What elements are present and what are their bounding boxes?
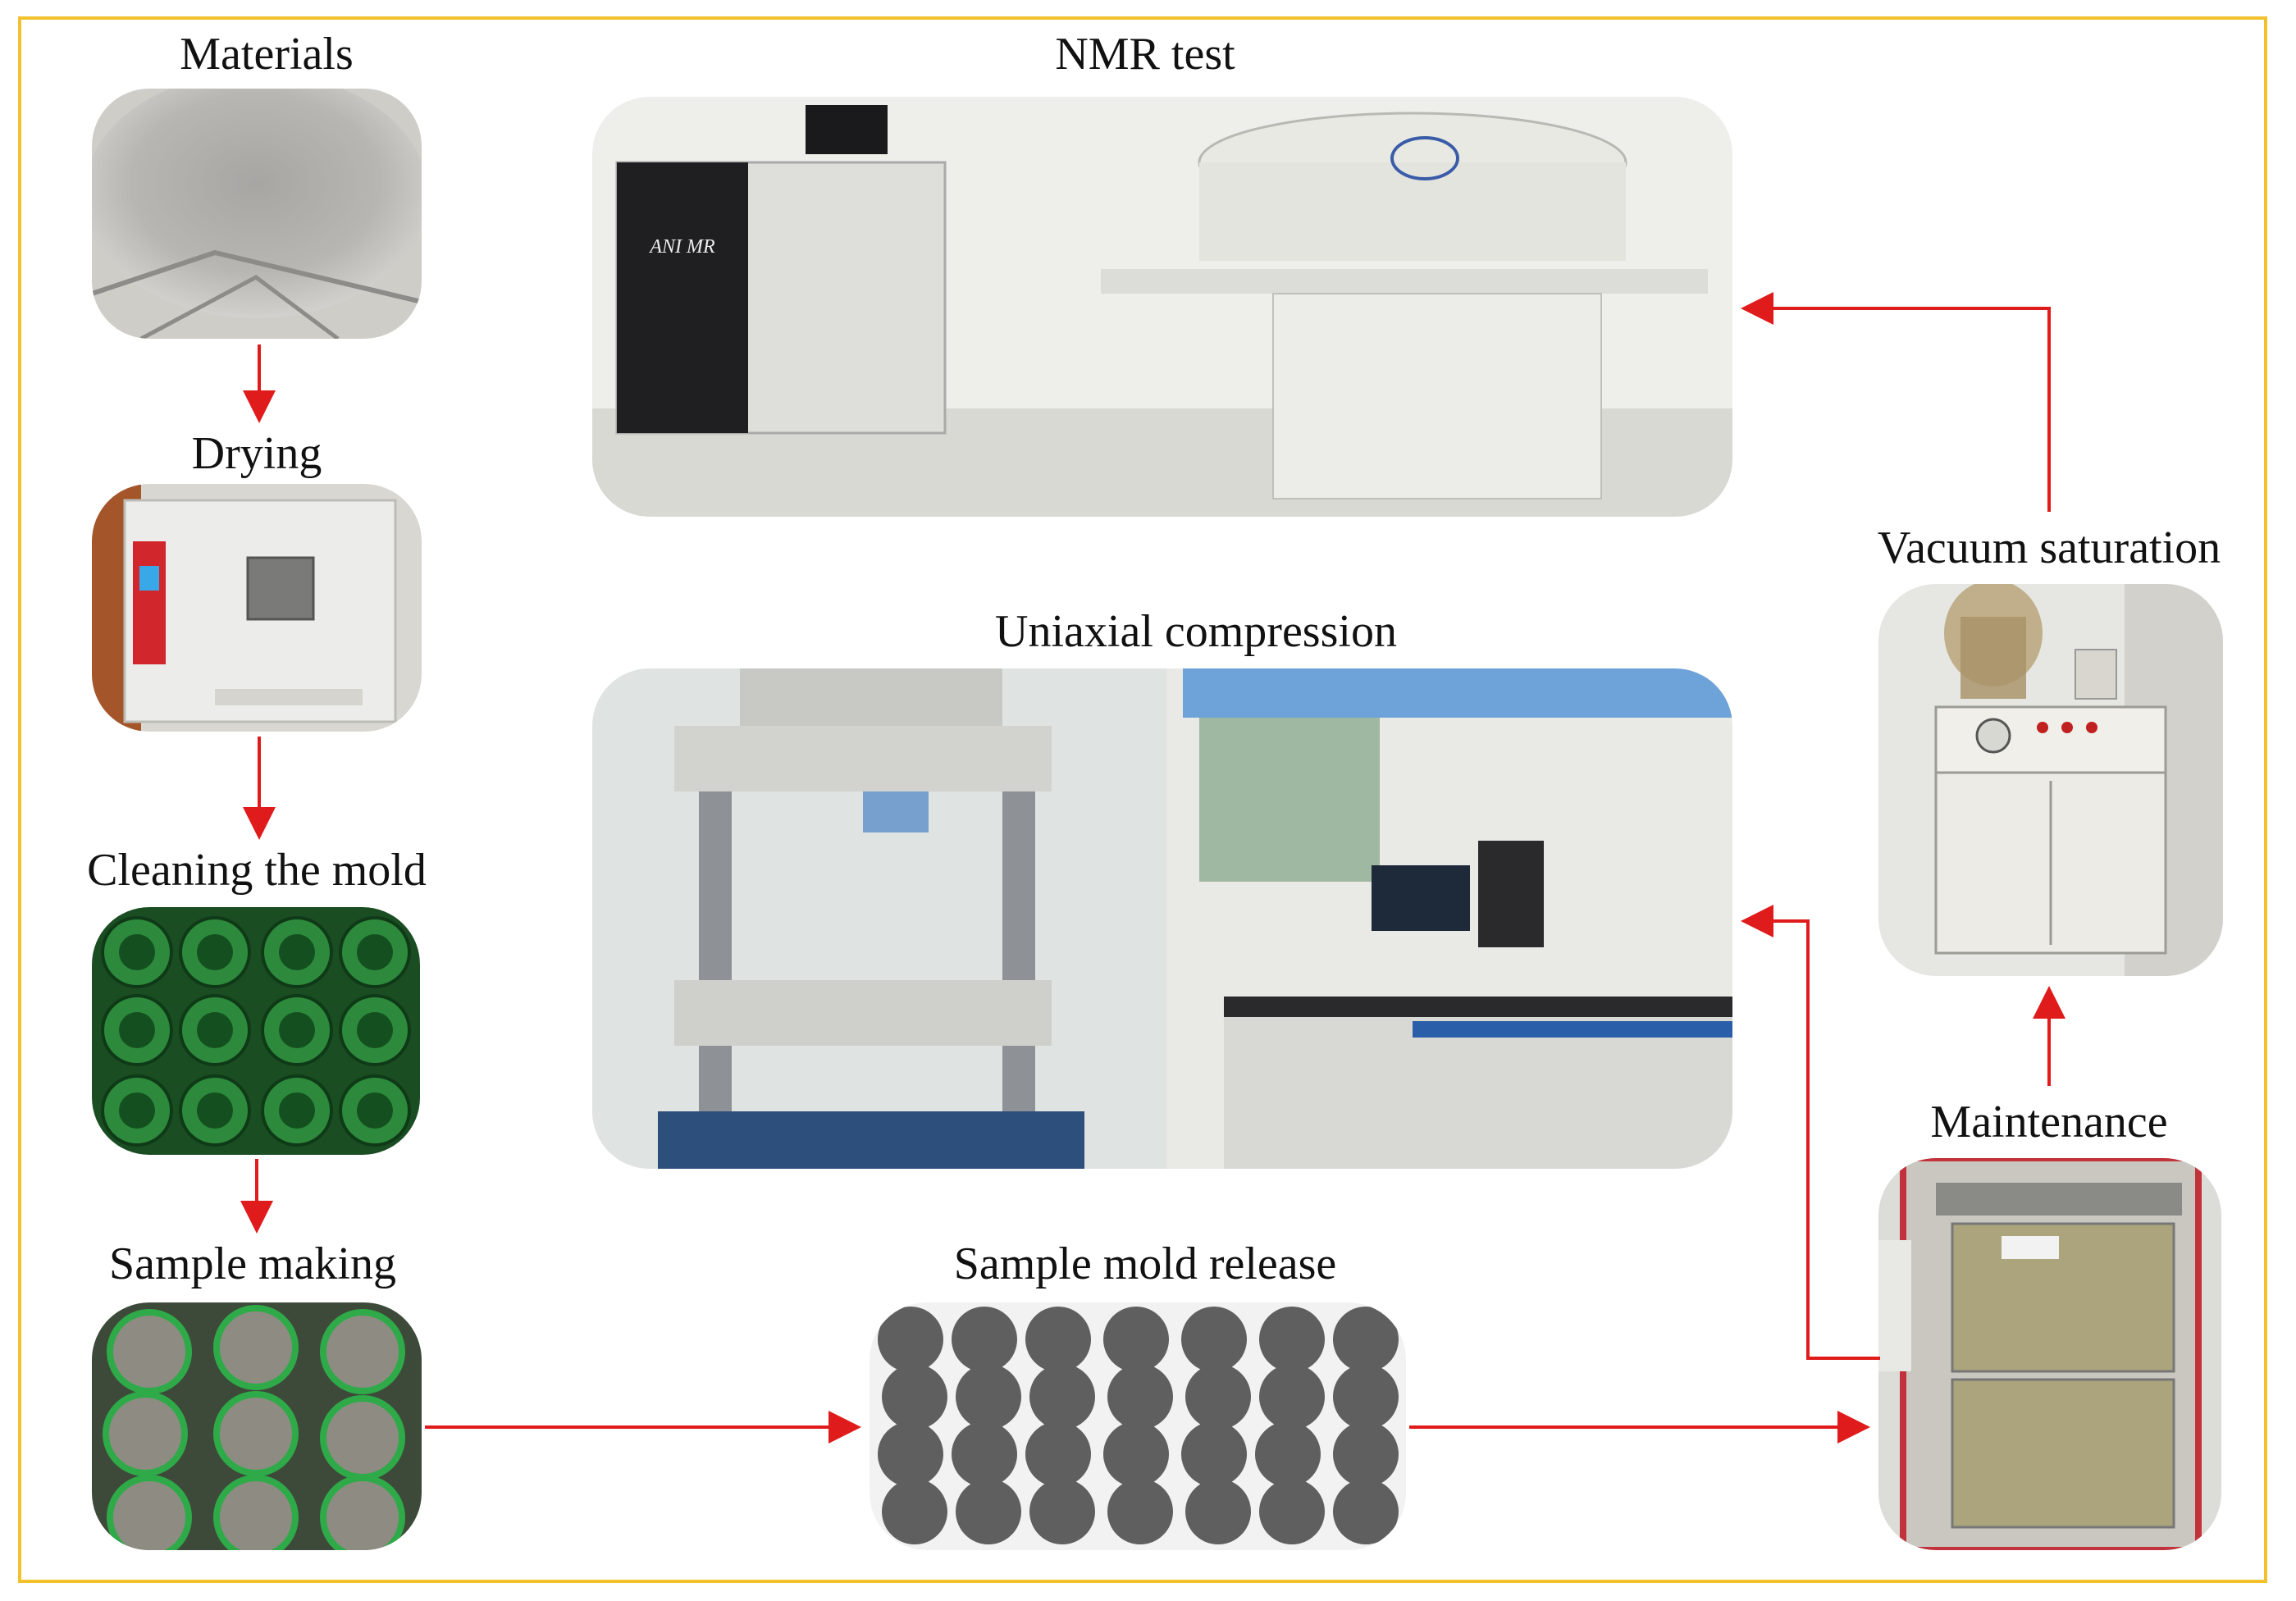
label-materials: Materials	[180, 29, 354, 80]
diagram-frame	[18, 16, 2267, 1583]
nmr-machine-brand: ANI MR	[648, 236, 715, 258]
drying-oven-photo	[92, 484, 422, 732]
label-drying: Drying	[191, 428, 322, 479]
cleaning-mold-photo	[92, 907, 420, 1155]
label-nmr: NMR test	[1055, 29, 1235, 80]
label-vacuum: Vacuum saturation	[1877, 522, 2221, 573]
nmr-test-photo: ANI MR	[592, 97, 1732, 517]
label-uniaxial: Uniaxial compression	[995, 606, 1397, 657]
label-cleaning: Cleaning the mold	[87, 845, 427, 896]
uniaxial-compression-photo	[592, 668, 1732, 1169]
label-mold-release: Sample mold release	[953, 1238, 1337, 1289]
maintenance-photo	[1878, 1158, 2221, 1550]
vacuum-saturation-photo	[1878, 584, 2223, 976]
label-maintenance: Maintenance	[1930, 1097, 2168, 1147]
sample-making-photo	[92, 1302, 422, 1550]
materials-photo	[92, 89, 422, 339]
label-sample-making: Sample making	[109, 1238, 396, 1289]
mold-release-photo	[870, 1302, 1406, 1550]
